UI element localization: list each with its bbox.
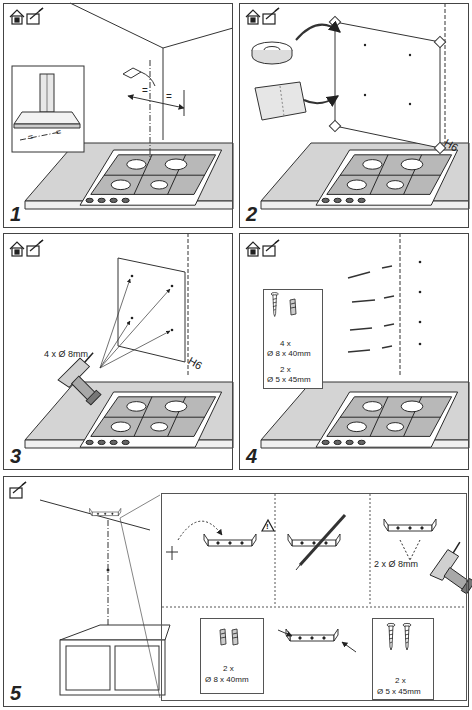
quantity-text: 4 x (280, 340, 291, 348)
step-panel: 4 4 x Ø 8 x 40mm 2 x Ø 5 x 45mm (239, 233, 469, 470)
step-panel: 3 (3, 233, 233, 470)
size-text: Ø 8 x 40mm (205, 676, 249, 684)
drill-size-text: 2 x Ø 8mm (374, 560, 418, 569)
step-number: 5 (10, 683, 21, 703)
fixing-box: 2 x Ø 5 x 45mm (372, 618, 434, 700)
quantity-text: 2 x (395, 677, 406, 685)
detail-inset: 2 x Ø 8mm 2 x Ø 8 x 40mm 2 x Ø 5 x 45mm (161, 493, 467, 701)
template-code: H6 (186, 355, 204, 372)
drill-size-text: 4 x Ø 8mm (44, 350, 88, 359)
step-number: 1 (10, 204, 21, 224)
step-panel: 1 (3, 3, 233, 228)
warning-mark: ! (266, 523, 269, 531)
dimension-mark: = (142, 86, 148, 96)
dimension-mark: = (166, 92, 172, 102)
step-number: 4 (246, 446, 257, 466)
size-text: Ø 8 x 40mm (267, 350, 311, 358)
step-number: 3 (10, 446, 21, 466)
quantity-text: 2 x (223, 665, 234, 673)
parts-inset: 4 x Ø 8 x 40mm 2 x Ø 5 x 45mm (263, 289, 323, 389)
size-text: Ø 5 x 45mm (377, 688, 421, 696)
quantity-text: 2 x (280, 366, 291, 374)
step-number: 2 (246, 204, 257, 224)
step-panel: 5 2 x Ø 8mm 2 x Ø 8 x 40mm 2 x Ø 5 x 45mm (3, 476, 469, 707)
step-panel: 2 (239, 3, 469, 228)
fixing-box: 2 x Ø 8 x 40mm (200, 618, 264, 694)
size-text: Ø 5 x 45mm (267, 376, 311, 384)
